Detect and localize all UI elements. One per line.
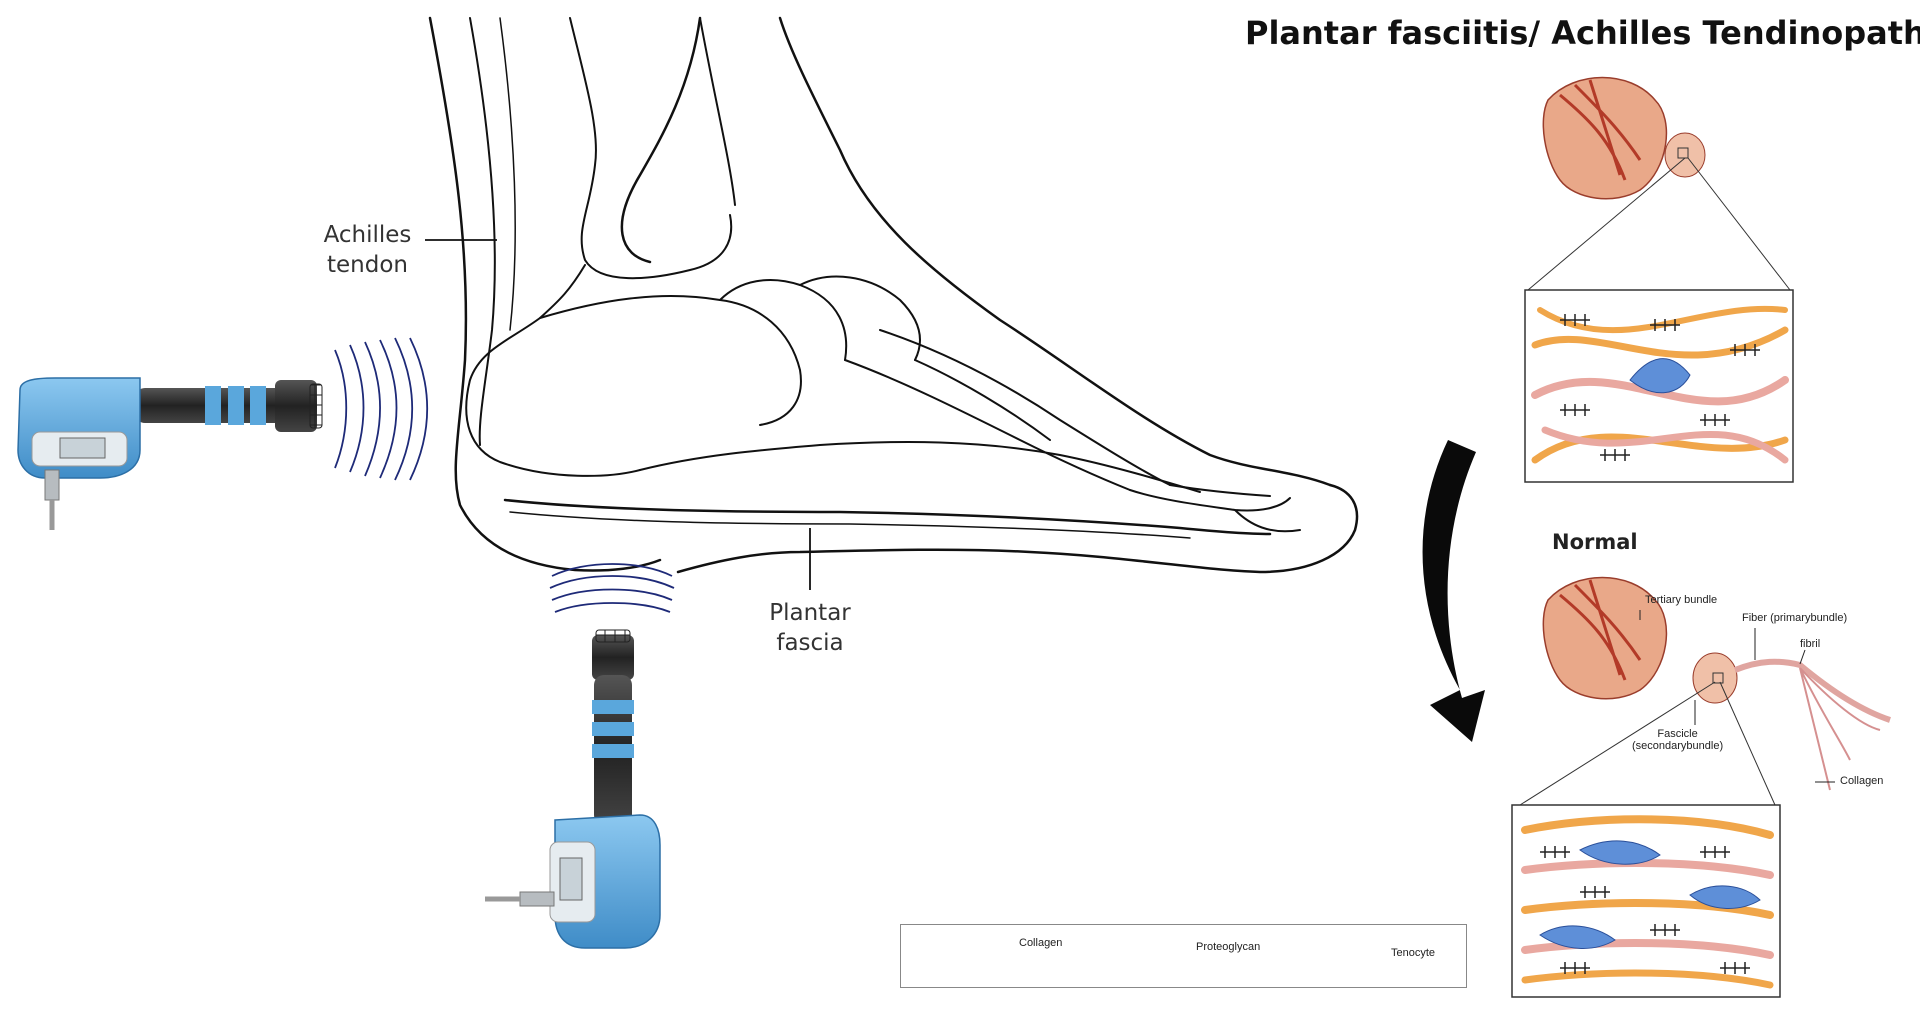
shockwave-device-horizontal <box>17 377 323 530</box>
achilles-label-line1: Achilles <box>323 222 412 248</box>
shockwave-arcs-horizontal <box>334 337 429 481</box>
achilles-tendon-label: Achilles tendon <box>310 220 425 280</box>
legend-collagen-label: Collagen <box>1019 937 1063 949</box>
normal-tendon-illustration <box>1511 576 1891 998</box>
label-leaders <box>425 239 811 590</box>
pathologic-tendon-illustration <box>1524 76 1794 483</box>
foot-skeleton-illustration <box>428 16 1359 574</box>
fascicle-label-line2: (secondarybundle) <box>1632 740 1724 752</box>
fascicle-label: Fascicle (secondarybundle) <box>1632 728 1723 752</box>
tertiary-bundle-label: Tertiary bundle <box>1645 594 1718 606</box>
shockwave-arcs-vertical <box>549 563 675 613</box>
transition-arrow <box>1422 440 1485 742</box>
achilles-label-line2: tendon <box>327 252 408 278</box>
shockwave-device-vertical <box>485 629 661 949</box>
legend-tenocyte-label: Tenocyte <box>1391 947 1436 959</box>
plantar-label-line1: Plantar <box>769 600 851 626</box>
collagen-side-label: Collagen <box>1840 775 1884 787</box>
normal-label: Normal <box>1552 530 1638 554</box>
legend-proteoglycan-label: Proteoglycan <box>1196 941 1261 953</box>
fascicle-label-line1: Fascicle <box>1657 728 1698 740</box>
page-title: Plantar fasciitis/ Achilles Tendinopathy <box>1245 14 1920 52</box>
plantar-fascia-label: Plantar fascia <box>755 598 865 658</box>
fiber-primary-label: Fiber (primarybundle) <box>1742 612 1848 624</box>
legend: Collagen Proteoglycan Tenocyte <box>900 924 1467 988</box>
plantar-label-line2: fascia <box>776 630 844 656</box>
fibril-label: fibril <box>1800 638 1821 650</box>
